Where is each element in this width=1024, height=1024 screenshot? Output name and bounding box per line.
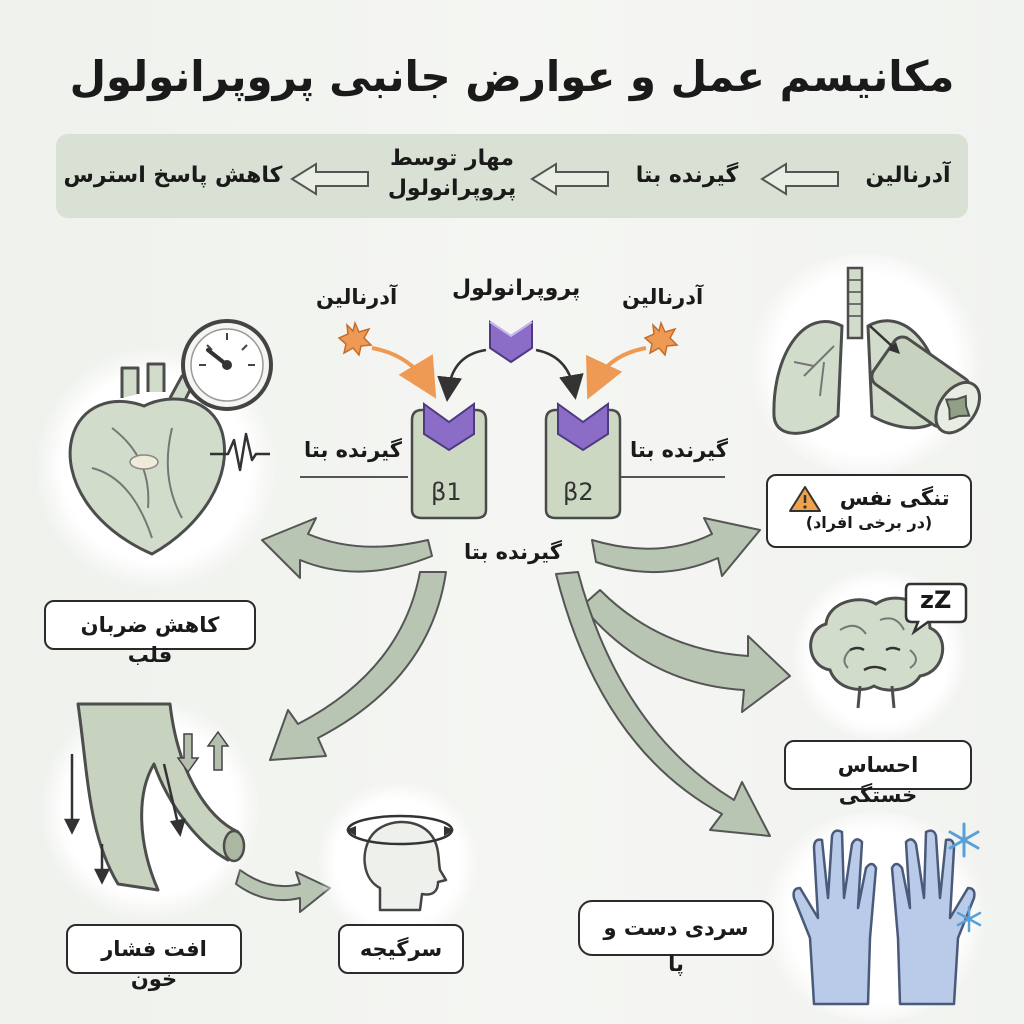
snowflake-small-icon — [956, 905, 982, 933]
ecg-trace-icon — [210, 432, 270, 472]
adrenaline-label-right: آدرنالین — [622, 285, 704, 309]
cold-hands-icon — [792, 829, 976, 1006]
propranolol-molecule-icon — [489, 320, 533, 364]
snowflake-icon — [948, 822, 980, 858]
flow-step-stress-reduction: کاهش پاسخ استرس — [63, 163, 283, 188]
receptor-line-right — [620, 476, 725, 478]
flow-step-inhibition: مهار توسط پروپرانولول — [382, 144, 522, 204]
flow-step-inhibition-line2: پروپرانولول — [387, 176, 517, 201]
receptor-line-left — [300, 476, 408, 478]
adrenaline-molecule-right-icon — [643, 320, 679, 357]
breathing-callout-note: (در برخی افراد) — [805, 513, 933, 532]
lungs-icon — [772, 266, 982, 435]
beta2-symbol: β2 — [563, 478, 594, 506]
fatigue-callout: احساس خستگی — [784, 740, 972, 807]
adrenaline-label-left: آدرنالین — [316, 285, 398, 309]
breathing-callout: تنگی نفس (در برخی افراد) — [766, 474, 972, 548]
flow-step-inhibition-line1: مهار توسط — [390, 146, 514, 171]
warning-icon — [789, 486, 822, 512]
adrenaline-molecule-left-icon — [337, 320, 373, 357]
flow-step-adrenaline: آدرنالین — [865, 163, 951, 188]
dizzy-head-icon — [346, 814, 454, 912]
receptor-label-left: گیرنده بتا — [304, 438, 402, 462]
receptor-label-right: گیرنده بتا — [630, 438, 728, 462]
breathing-callout-title-row: تنگی نفس — [782, 484, 956, 513]
breathing-callout-title: تنگی نفس — [839, 486, 950, 510]
beta2-receptor — [544, 402, 622, 520]
flow-arrow-3 — [290, 162, 369, 196]
heart-icon — [68, 362, 227, 556]
blood-pressure-callout: افت فشار خون — [66, 924, 242, 991]
beta1-receptor — [410, 402, 488, 520]
cold-limbs-callout: سردی دست و پا — [578, 900, 774, 976]
flow-step-beta-receptor: گیرنده بتا — [635, 163, 739, 188]
heart-rate-callout: کاهش ضربان قلب — [44, 600, 256, 667]
blood-vessel-icon — [63, 702, 246, 892]
receptor-label-bottom: گیرنده بتا — [464, 540, 562, 564]
page-title: مکانیسم عمل و عوارض جانبی پروپرانولول — [69, 52, 955, 101]
drug-label: پروپرانولول — [452, 276, 581, 301]
sleep-bubble-icon — [904, 582, 968, 636]
sleep-zz-text: zZ — [920, 586, 952, 614]
flow-arrow-2 — [530, 162, 609, 196]
dizziness-callout: سرگیجه — [338, 924, 464, 974]
gauge-icon — [181, 319, 273, 411]
flow-arrow-1 — [760, 162, 839, 196]
beta1-symbol: β1 — [431, 478, 462, 506]
